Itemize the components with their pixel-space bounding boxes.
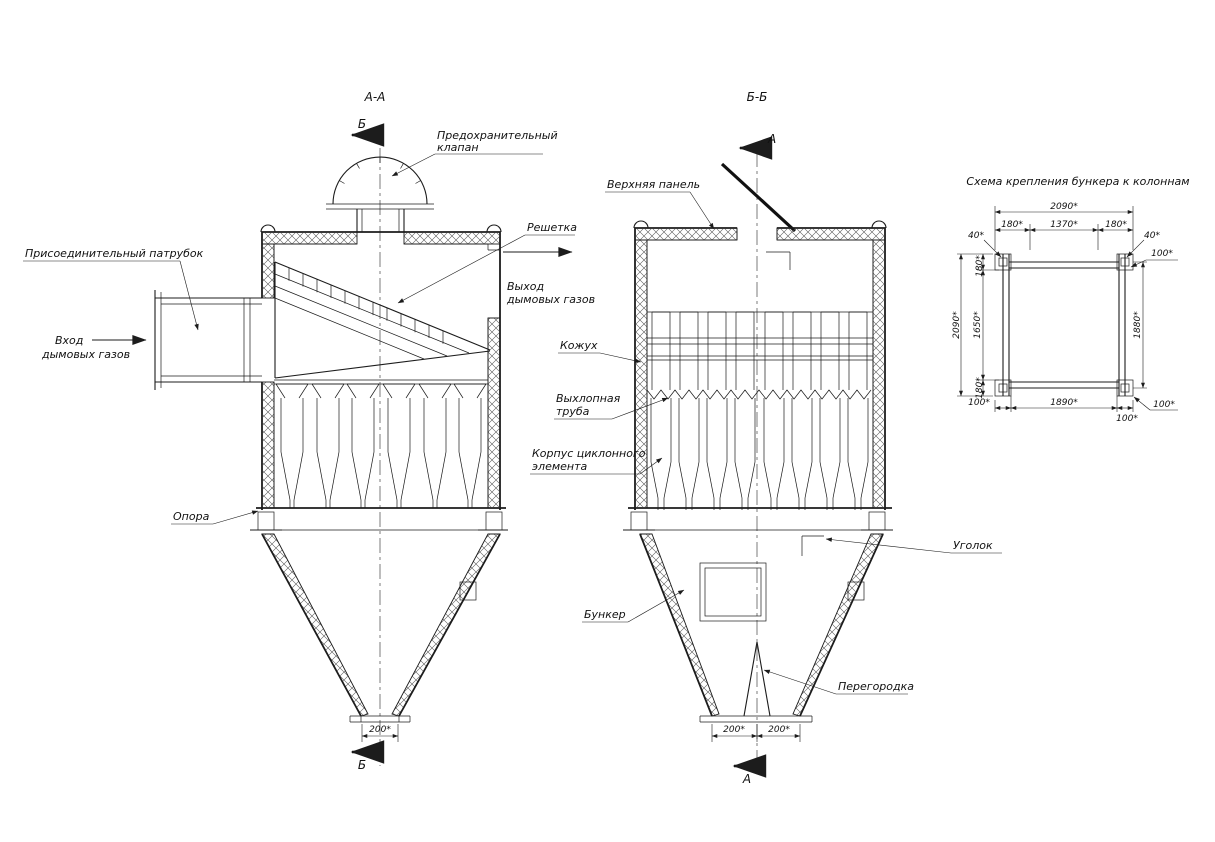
- dim-bottom-right-100: 100*: [1116, 414, 1138, 424]
- section-mark-b-top: Б: [358, 117, 366, 131]
- middle-outlet-dim-left: 200*: [723, 725, 745, 735]
- casing-label: Кожух: [560, 339, 598, 352]
- scheme-title: Схема крепления бункера к колоннам: [966, 175, 1189, 188]
- dim-right-overall: 1880*: [1133, 311, 1143, 339]
- middle-outlet-dim-right: 200*: [768, 725, 790, 735]
- dim-left-overall: 2090*: [952, 311, 962, 339]
- inlet-pipe-label: Присоединительный патрубок: [25, 247, 204, 260]
- top-panel-label: Верхняя панель: [607, 178, 700, 191]
- safety-valve-label-line2: клапан: [437, 141, 479, 154]
- dim-top-seg-mid: 1370*: [1050, 220, 1078, 230]
- angle-label: Уголок: [953, 539, 993, 552]
- dim-top-seg-left: 180*: [1001, 220, 1023, 230]
- dim-top-seg-right: 180*: [1105, 220, 1127, 230]
- section-bb-title: Б-Б: [747, 90, 768, 104]
- safety-valve-label-line1: Предохранительный: [437, 129, 558, 142]
- cyclone-body-label-line1: Корпус циклонного: [532, 447, 646, 460]
- dim-offset-right-40: 40*: [1144, 231, 1160, 241]
- gas-outlet-label-line1: Выход: [507, 280, 544, 293]
- cyclone-body-label-line2: элемента: [532, 460, 588, 473]
- dim-left-seg-top: 180*: [975, 255, 985, 277]
- dim-bottom-overall: 1890*: [1050, 398, 1078, 408]
- left-view: А-А Б Б Предохранительный клапан Решетка…: [23, 90, 595, 772]
- left-outlet-dimension: 200*: [369, 725, 391, 735]
- middle-view: Б-Б А А Верхняя панель Кожух Выхлопная т…: [530, 90, 1002, 786]
- dim-left-seg-bottom: 180*: [975, 377, 985, 399]
- mounting-scheme: Схема крепления бункера к колоннам 2090*…: [952, 175, 1190, 424]
- exhaust-pipe-label-line1: Выхлопная: [556, 392, 621, 405]
- section-aa-title: А-А: [364, 90, 386, 104]
- dim-top-overall: 2090*: [1050, 202, 1078, 212]
- gas-inlet-label-line2: дымовых газов: [41, 348, 130, 361]
- partition-label: Перегородка: [838, 680, 914, 693]
- section-mark-a-top: А: [767, 132, 776, 146]
- section-mark-b-bottom: Б: [358, 758, 366, 772]
- bunker-label: Бункер: [584, 608, 626, 621]
- support-label: Опора: [173, 510, 210, 523]
- dim-offset-left-40: 40*: [968, 231, 984, 241]
- middle-view-geometry: [530, 136, 1002, 778]
- gas-inlet-label-line1: Вход: [55, 334, 83, 347]
- dim-right-top-100: 100*: [1151, 249, 1173, 259]
- dim-bottom-corner-100: 100*: [1153, 400, 1175, 410]
- scheme-geometry: [957, 206, 1178, 412]
- exhaust-pipe-label-line2: труба: [556, 405, 590, 418]
- section-mark-a-bottom: А: [742, 772, 751, 786]
- grate-label: Решетка: [527, 221, 577, 234]
- left-view-geometry: [23, 123, 575, 766]
- dim-left-inner: 1650*: [973, 311, 983, 339]
- dim-bottom-left-100: 100*: [968, 398, 990, 408]
- gas-outlet-label-line2: дымовых газов: [506, 293, 595, 306]
